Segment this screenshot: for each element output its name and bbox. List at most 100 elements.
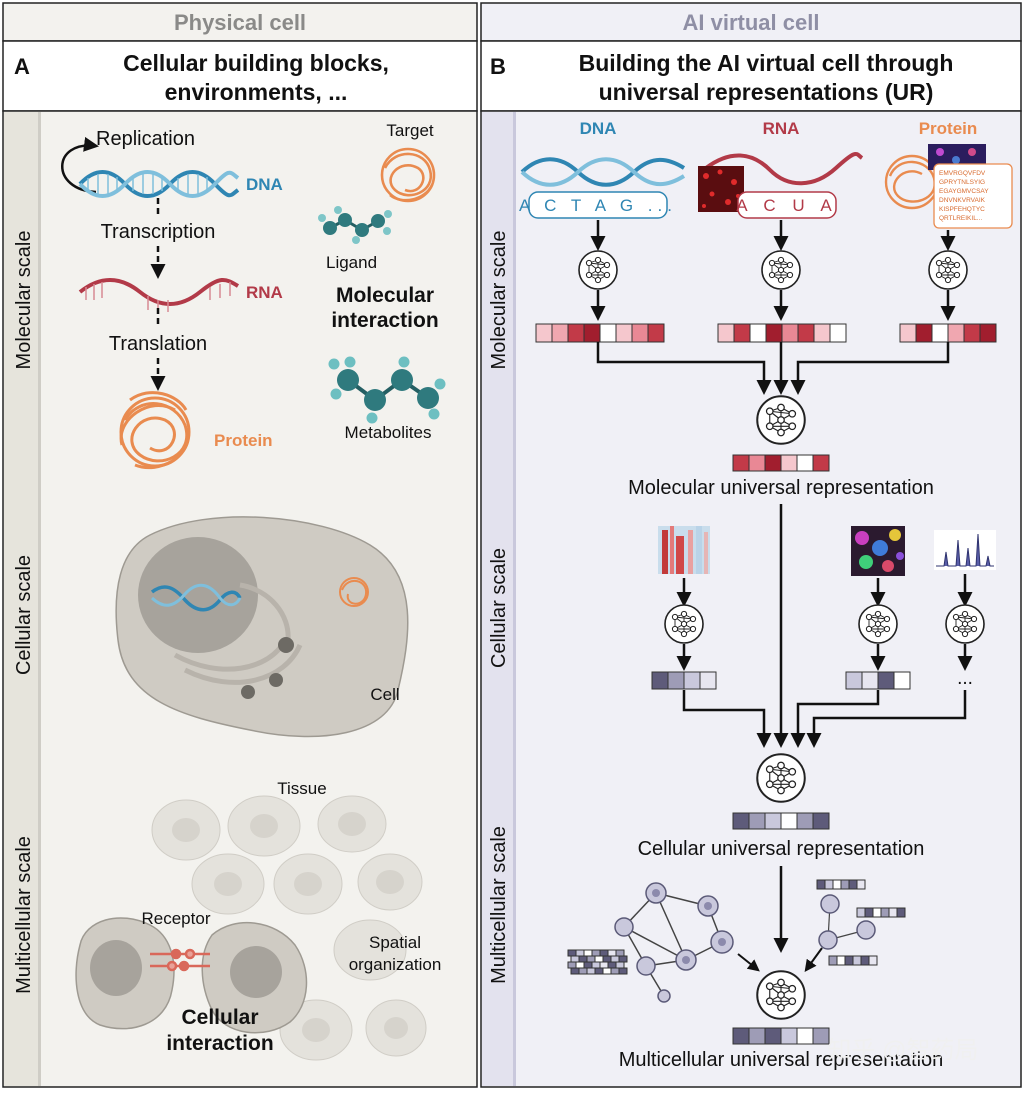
embedding-cell xyxy=(877,671,895,690)
embedding-cell xyxy=(667,671,685,690)
spectrum-ellipsis: ... xyxy=(957,668,973,689)
cell-label: Cell xyxy=(370,685,399,704)
embedding-cell xyxy=(570,955,580,963)
receptor-icon xyxy=(150,948,210,972)
embedding-cell xyxy=(864,907,874,918)
embedding-cell xyxy=(567,323,585,343)
embedding-cell xyxy=(963,323,981,343)
left-header: Physical cell xyxy=(174,10,306,35)
embedding-cell xyxy=(567,949,577,957)
embedding-cell xyxy=(797,323,815,343)
target-label: Target xyxy=(386,121,434,140)
panel-b-title-box xyxy=(480,40,1022,112)
embedding-cell xyxy=(848,879,858,890)
embedding-cell xyxy=(872,907,882,918)
protein-sequence-line: KISPFEHQTYC xyxy=(939,206,985,213)
embedding-cell xyxy=(824,879,834,890)
tissue-cells xyxy=(151,795,427,1061)
b-rna-strand-icon xyxy=(704,152,864,186)
embedding-cell xyxy=(765,323,783,343)
embedding-cell xyxy=(880,907,890,918)
embedding-cell xyxy=(575,961,585,969)
panel-a-title-line1: Cellular building blocks, xyxy=(123,50,389,76)
cell-illustration xyxy=(115,516,409,738)
spatial-line2: organization xyxy=(349,955,442,974)
cellular-ur-encoder-icon xyxy=(756,753,806,803)
cellular-interaction-line1: Cellular xyxy=(181,1006,258,1029)
embedding-cell xyxy=(780,1027,798,1045)
b-rna-label: RNA xyxy=(763,119,800,138)
interacting-cells xyxy=(75,917,308,1034)
molecular-interaction-line1: Molecular xyxy=(336,284,434,307)
embedding-cell xyxy=(816,879,826,890)
panel-b-letter: B xyxy=(490,54,506,79)
embedding-cell xyxy=(796,812,814,830)
embedding-cell xyxy=(647,323,665,343)
protein-image-dots xyxy=(936,148,976,164)
embedding-cell xyxy=(852,955,862,966)
cellular-ur-label: Cellular universal representation xyxy=(638,838,925,860)
embedding-cell xyxy=(618,955,628,963)
embedding-cell xyxy=(699,671,717,690)
expression-embedding-bar xyxy=(651,671,717,690)
embedding-cell xyxy=(570,967,580,975)
spatial-matrix-row xyxy=(567,961,625,969)
embedding-cell xyxy=(607,961,617,969)
right-header-box xyxy=(480,2,1022,42)
expression-encoder-icon xyxy=(664,604,704,644)
right-header: AI virtual cell xyxy=(683,10,820,35)
embedding-cell xyxy=(567,961,577,969)
embedding-cell xyxy=(575,949,585,957)
embedding-cell xyxy=(732,1027,750,1045)
embedding-cell xyxy=(828,955,838,966)
panel-b-title-line1: Building the AI virtual cell through xyxy=(579,50,954,76)
embedding-cell xyxy=(764,1027,782,1045)
multicellular-ur-label: Multicellular universal representation xyxy=(619,1049,944,1071)
spatial-matrix-row xyxy=(570,967,628,975)
protein-encoder-icon xyxy=(928,250,968,290)
embedding-cell xyxy=(594,955,604,963)
b-multicellular-scale: Multicellular scale xyxy=(488,826,510,984)
embedding-cell xyxy=(812,1027,830,1045)
embedding-cell xyxy=(748,812,766,830)
token-bar-3 xyxy=(828,955,878,966)
molecular-interaction-line2: interaction xyxy=(331,309,438,332)
embedding-cell xyxy=(931,323,949,343)
spatial-matrix-icon xyxy=(567,949,628,975)
embedding-cell xyxy=(796,1027,814,1045)
panel-b-scale-strip xyxy=(482,112,513,1086)
embedding-cell xyxy=(583,949,593,957)
embedding-cell xyxy=(764,812,782,830)
spatial-matrix-row xyxy=(570,955,628,963)
embedding-cell xyxy=(856,879,866,890)
protein-sequence-line: DNVNKVRVAIK xyxy=(939,197,986,204)
panel-a-letter: A xyxy=(14,54,30,79)
left-header-box xyxy=(2,2,478,42)
ligand-label: Ligand xyxy=(326,253,377,272)
protein-embedding-bar xyxy=(899,323,997,343)
spatial-line1: Spatial xyxy=(369,933,421,952)
embedding-cell xyxy=(602,955,612,963)
embedding-cell xyxy=(893,671,911,690)
embedding-cell xyxy=(631,323,649,343)
embedding-cell xyxy=(599,323,617,343)
embedding-cell xyxy=(583,323,601,343)
embedding-cell xyxy=(615,961,625,969)
embedding-cell xyxy=(896,907,906,918)
panel-a-scale-bar xyxy=(38,112,41,1086)
embedding-cell xyxy=(594,967,604,975)
embedding-cell xyxy=(780,454,798,472)
embedding-cell xyxy=(599,949,609,957)
embedding-cell xyxy=(861,671,879,690)
embedding-cell xyxy=(812,454,830,472)
embedding-cell xyxy=(796,454,814,472)
cellular-ur-bar xyxy=(732,812,830,830)
embedding-cell xyxy=(607,949,617,957)
embedding-cell xyxy=(615,323,633,343)
spatial-matrix-row xyxy=(567,949,625,957)
a-protein-label: Protein xyxy=(214,431,273,450)
embedding-cell xyxy=(840,879,850,890)
cell-image-icon xyxy=(851,526,905,576)
panel-a-title-box xyxy=(2,40,478,112)
